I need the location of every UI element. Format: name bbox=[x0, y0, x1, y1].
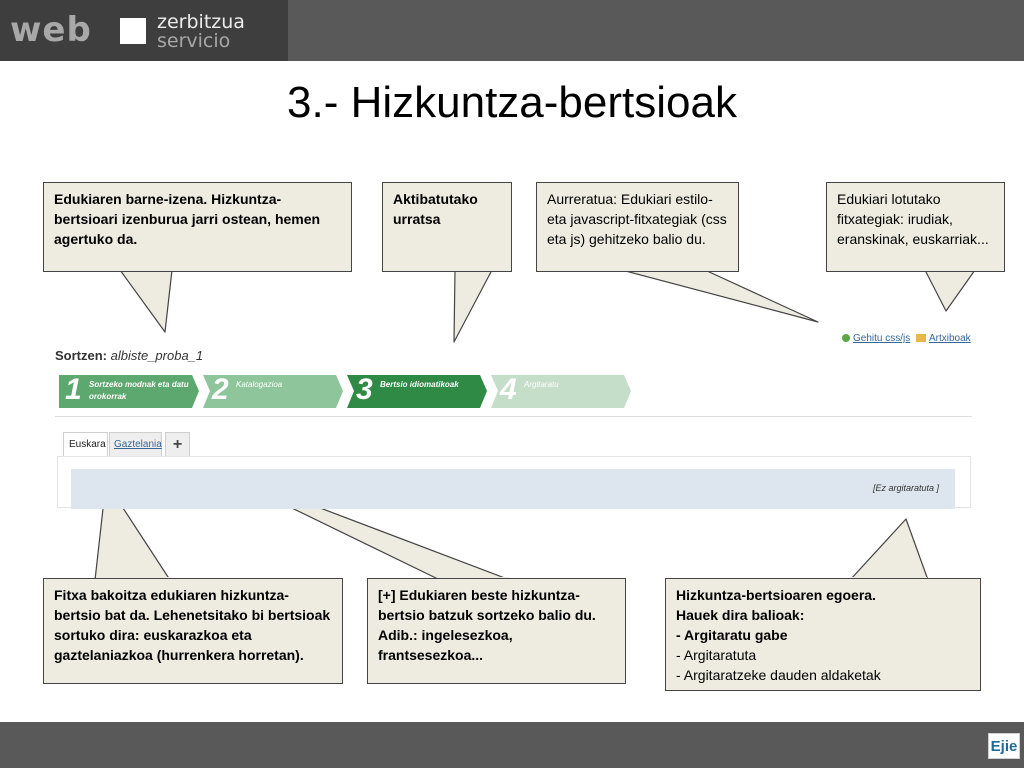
bottom-bar bbox=[0, 722, 1024, 768]
divider bbox=[55, 416, 972, 417]
wizard-step-4[interactable]: 4 Argitaratu bbox=[500, 373, 559, 406]
egoera-title: Hizkuntza-bertsioaren egoera. bbox=[676, 587, 876, 603]
callout-egoera: Hizkuntza-bertsioaren egoera. Hauek dira… bbox=[665, 578, 981, 691]
content-internal-name: albiste_proba_1 bbox=[110, 348, 204, 363]
publication-status: [Ez argitaratuta ] bbox=[872, 483, 939, 493]
language-version-panel: [Ez argitaratuta ] bbox=[57, 456, 971, 509]
tab-euskara[interactable]: Euskara bbox=[63, 432, 108, 456]
web-zerbitzua-logo: web zerbitzua servicio bbox=[0, 0, 288, 61]
logo-servicio-text: servicio bbox=[157, 30, 231, 52]
gehitu-css-js-link[interactable]: Gehitu css/js bbox=[842, 333, 910, 344]
logo-zerbitzua-text: zerbitzua bbox=[157, 11, 245, 33]
status-bar: [Ez argitaratuta ] bbox=[71, 469, 955, 509]
egoera-subtitle: Hauek dira balioak: bbox=[676, 607, 805, 623]
ejie-logo: Ejie bbox=[988, 733, 1020, 759]
tab-gaztelania[interactable]: Gaztelania bbox=[109, 432, 162, 456]
step-2-shape bbox=[203, 375, 343, 408]
add-icon bbox=[842, 334, 850, 343]
slide-title: 3.- Hizkuntza-bertsioak bbox=[287, 78, 737, 127]
callout-aurreratua: Aurreratua: Edukiari estilo- eta javascr… bbox=[536, 182, 739, 272]
logo-web-text: web bbox=[10, 10, 92, 50]
add-language-tab-button[interactable]: + bbox=[165, 432, 190, 456]
step-1-shape bbox=[59, 375, 199, 408]
wizard-step-1[interactable]: 1 Sortzeko modnak eta datu orokorrak bbox=[65, 373, 189, 406]
sortzen-heading: Sortzen: albiste_proba_1 bbox=[55, 348, 204, 363]
egoera-item: - Argitaratuta bbox=[676, 647, 757, 663]
egoera-item: - Argitaratu gabe bbox=[676, 627, 788, 643]
top-bar: web zerbitzua servicio bbox=[0, 0, 1024, 61]
folder-icon bbox=[916, 334, 926, 343]
step-3-shape bbox=[347, 375, 487, 408]
callout-aktibatutako: Aktibatutako urratsa bbox=[382, 182, 512, 272]
egoera-item: - Argitaratzeke dauden aldaketak bbox=[676, 667, 881, 683]
wizard-step-3-active[interactable]: 3 Bertsio idiomatikoak bbox=[356, 373, 459, 406]
callout-plus: [+] Edukiaren beste hizkuntza-bertsio ba… bbox=[367, 578, 626, 684]
logo-square-icon bbox=[120, 18, 146, 44]
artxiboak-link[interactable]: Artxiboak bbox=[916, 333, 971, 344]
callout-fitxa: Fitxa bakoitza edukiaren hizkuntza-berts… bbox=[43, 578, 343, 684]
callout-barne-izena: Edukiaren barne-izena. Hizkuntza-bertsio… bbox=[43, 182, 352, 272]
step-4-shape bbox=[491, 375, 631, 408]
callout-lotutako: Edukiari lotutako fitxategiak: irudiak, … bbox=[826, 182, 1005, 272]
wizard-step-2[interactable]: 2 Katalogazioa bbox=[212, 373, 283, 406]
